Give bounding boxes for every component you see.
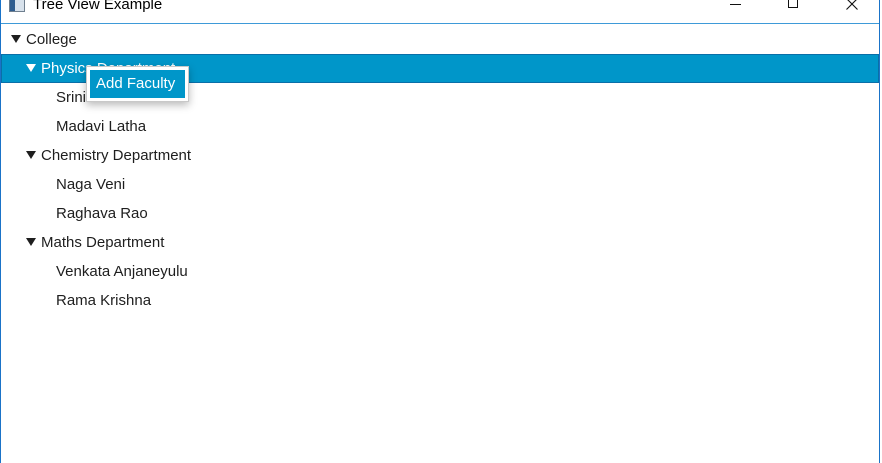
tree-item-faculty[interactable]: Rama Krishna	[1, 286, 879, 315]
tree-item-college[interactable]: College	[1, 25, 879, 54]
expand-arrow-icon[interactable]	[11, 35, 21, 43]
close-button[interactable]	[829, 0, 875, 16]
tree-item-faculty[interactable]: Naga Veni	[1, 170, 879, 199]
context-menu: Add Faculty	[86, 66, 189, 102]
tree-item-label: Chemistry Department	[41, 147, 192, 164]
tree-item-faculty[interactable]: Venkata Anjaneyulu	[1, 257, 879, 286]
tree-item-label: Venkata Anjaneyulu	[56, 263, 188, 280]
close-icon	[846, 0, 858, 10]
maximize-icon	[788, 0, 798, 8]
tree-item-chemistry-department[interactable]: Chemistry Department	[1, 141, 879, 170]
app-icon	[9, 0, 25, 12]
tree-item-label: Madavi Latha	[56, 118, 147, 135]
minimize-button[interactable]	[713, 0, 759, 16]
maximize-button[interactable]	[771, 0, 817, 16]
expand-arrow-icon[interactable]	[26, 238, 36, 246]
expand-arrow-icon[interactable]	[26, 151, 36, 159]
tree-item-label: Maths Department	[41, 234, 165, 251]
minimize-icon	[730, 4, 741, 5]
tree-item-label: College	[26, 31, 77, 48]
menu-item-add-faculty[interactable]: Add Faculty	[90, 70, 185, 98]
tree-item-maths-department[interactable]: Maths Department	[1, 228, 879, 257]
tree-item-label: Rama Krishna	[56, 292, 152, 309]
title-bar[interactable]: Tree View Example	[1, 0, 879, 24]
window-title: Tree View Example	[33, 0, 163, 13]
tree-item-faculty[interactable]: Madavi Latha	[1, 112, 879, 141]
expand-arrow-icon[interactable]	[26, 64, 36, 72]
tree-item-faculty[interactable]: Raghava Rao	[1, 199, 879, 228]
tree-item-label: Raghava Rao	[56, 205, 148, 222]
tree-item-label: Naga Veni	[56, 176, 126, 193]
